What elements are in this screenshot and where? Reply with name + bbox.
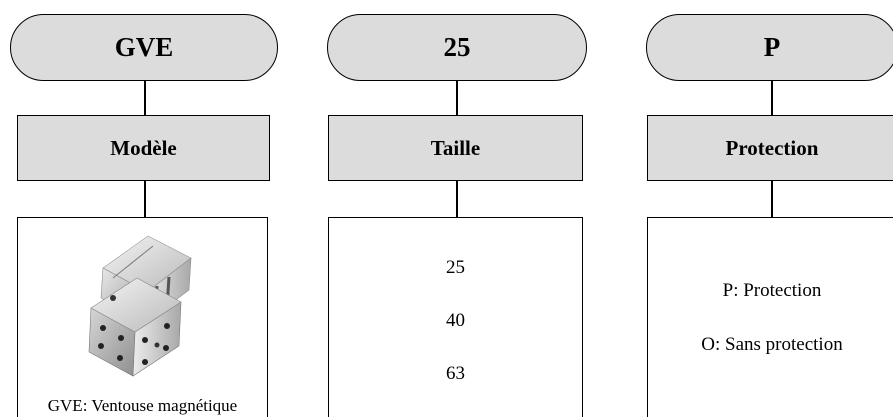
model-code: GVE [114, 32, 174, 62]
column-model: GVE Modèle [0, 0, 290, 417]
protection-label: Protection [725, 135, 819, 160]
size-label-box: Taille [328, 115, 583, 181]
model-detail-box: GVE: Ventouse magnétique [17, 217, 268, 417]
size-option: 63 [446, 363, 465, 384]
connector-line [144, 181, 146, 217]
model-code-pill: GVE [10, 14, 278, 81]
connector-line [456, 81, 458, 115]
column-protection: P Protection P: Protection O: Sans prote… [630, 0, 893, 417]
connector-line [144, 81, 146, 115]
column-size: 25 Taille 25 40 63 [315, 0, 595, 417]
size-detail-box: 25 40 63 [328, 217, 583, 417]
protection-detail-box: P: Protection O: Sans protection [647, 217, 893, 417]
model-label-box: Modèle [17, 115, 270, 181]
connector-line [771, 181, 773, 217]
size-code: 25 [443, 32, 471, 62]
protection-code-pill: P [646, 14, 893, 81]
size-code-pill: 25 [327, 14, 587, 81]
magnetic-gripper-image [88, 235, 192, 377]
connector-line [456, 181, 458, 217]
protection-option: P: Protection [722, 280, 822, 301]
protection-option: O: Sans protection [701, 334, 843, 355]
connector-line [771, 81, 773, 115]
protection-label-box: Protection [647, 115, 893, 181]
model-label: Modèle [110, 135, 177, 160]
size-label: Taille [430, 135, 481, 160]
protection-code: P [763, 32, 781, 62]
model-caption: GVE: Ventouse magnétique [47, 396, 238, 415]
size-option: 40 [446, 310, 465, 331]
size-option: 25 [446, 257, 465, 278]
